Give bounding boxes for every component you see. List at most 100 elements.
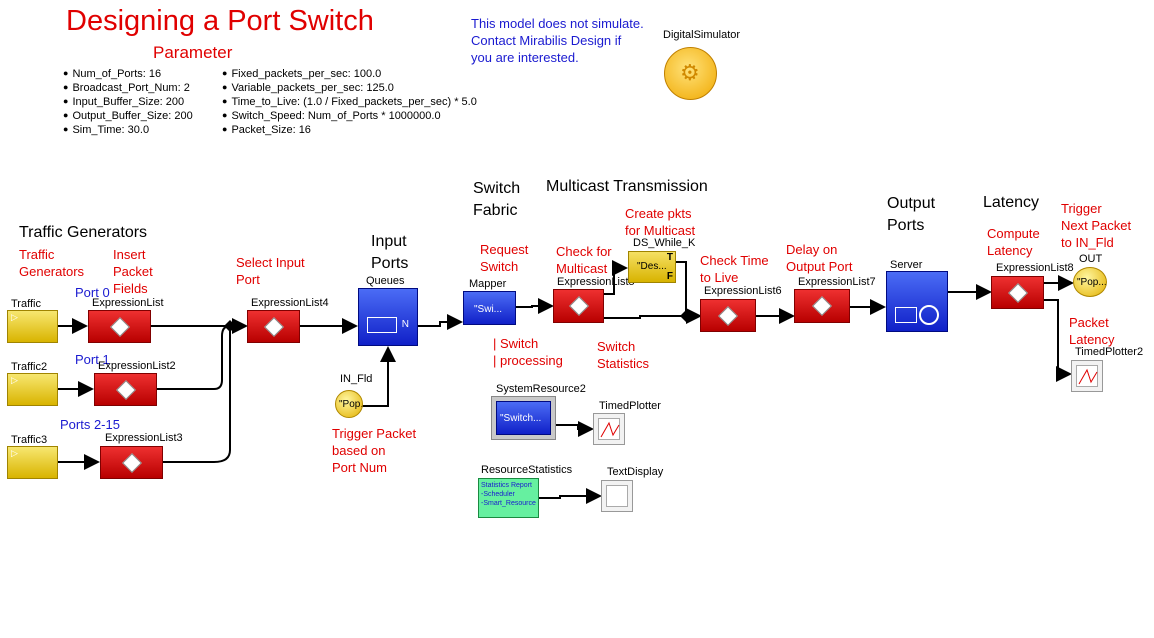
traffic2-label: Traffic2 xyxy=(11,361,48,373)
port-1-label: Port 1 xyxy=(75,352,110,367)
gears-icon[interactable]: ⚙ xyxy=(664,47,717,100)
ds-false-port: F xyxy=(666,271,673,282)
parameter-item: Time_to_Live: (1.0 / Fixed_packets_per_s… xyxy=(222,95,476,109)
note-delay-output: Delay on Output Port xyxy=(786,241,852,275)
note-line: based on xyxy=(332,443,386,458)
note-create-pkts: Create pkts for Multicast xyxy=(625,205,695,239)
mapper-label: Mapper xyxy=(469,278,507,290)
expr6-label: ExpressionList6 xyxy=(704,285,782,297)
expression-list7-block[interactable] xyxy=(794,289,850,323)
queues-n-label: N xyxy=(401,319,409,330)
expr7-label: ExpressionList7 xyxy=(798,276,876,288)
parameter-item: Switch_Speed: Num_of_Ports * 1000000.0 xyxy=(222,109,477,123)
stats-line: -Scheduler xyxy=(481,491,515,498)
note-select-input: Select Input Port xyxy=(236,254,305,288)
note-line: to IN_Fld xyxy=(1061,235,1114,250)
notice-line: Contact Mirabilis Design if xyxy=(471,33,622,48)
expr5-label: ExpressionList5 xyxy=(557,276,635,288)
notice-line: This model does not simulate. xyxy=(471,16,644,31)
queues-label: Queues xyxy=(366,275,405,287)
traffic2-block[interactable] xyxy=(7,373,58,406)
parameter-list-left: Num_of_Ports: 16 Broadcast_Port_Num: 2 I… xyxy=(63,67,193,137)
ds-while-value: "Des... xyxy=(637,261,667,272)
expression-list4-block[interactable] xyxy=(247,310,300,343)
note-line: Latency xyxy=(987,243,1033,258)
plot-icon xyxy=(1076,365,1098,387)
section-line: Switch xyxy=(473,180,521,197)
stats-line: -Smart_Resource xyxy=(481,500,536,507)
note-line: Fields xyxy=(113,281,148,296)
server-label: Server xyxy=(890,259,923,271)
out-label: OUT xyxy=(1079,253,1103,265)
expr8-label: ExpressionList8 xyxy=(996,262,1074,274)
note-line: to Live xyxy=(700,270,739,285)
note-line: Traffic xyxy=(19,247,55,262)
simulation-notice: This model does not simulate. Contact Mi… xyxy=(471,15,671,66)
note-trigger-packet: Trigger Packet based on Port Num xyxy=(332,425,416,476)
expression-list3-block[interactable] xyxy=(100,446,163,479)
section-output-ports: Output Ports xyxy=(887,193,935,237)
expression-list2-block[interactable] xyxy=(94,373,157,406)
server-icon xyxy=(919,305,939,325)
notice-line: you are interested. xyxy=(471,50,579,65)
note-line: Trigger Packet xyxy=(332,426,417,441)
note-line: Delay on xyxy=(786,242,838,257)
note-insert-fields: Insert Packet Fields xyxy=(113,246,153,297)
simulator-label: DigitalSimulator xyxy=(663,29,741,41)
parameter-item: Broadcast_Port_Num: 2 xyxy=(63,81,193,95)
section-input-ports: Input Ports xyxy=(371,231,408,275)
note-line: Multicast xyxy=(556,261,608,276)
port-0-label: Port 0 xyxy=(75,285,110,300)
note-check-multicast: Check for Multicast xyxy=(556,243,612,277)
out-node[interactable]: "Pop... xyxy=(1073,267,1107,297)
parameter-item: Input_Buffer_Size: 200 xyxy=(63,95,193,109)
timedplotter-block[interactable] xyxy=(593,413,625,445)
note-line: Switch xyxy=(597,339,636,354)
note-packet-latency: Packet Latency xyxy=(1069,314,1115,348)
parameter-heading: Parameter xyxy=(153,43,233,62)
note-line: | processing xyxy=(493,353,563,368)
expr-label: ExpressionList xyxy=(92,297,164,309)
expr3-label: ExpressionList3 xyxy=(105,432,183,444)
expression-list8-block[interactable] xyxy=(991,276,1044,309)
ds-while-block[interactable]: "Des... T F xyxy=(628,251,676,283)
parameter-list-right: Fixed_packets_per_sec: 100.0 Variable_pa… xyxy=(222,67,477,137)
parameter-item: Num_of_Ports: 16 xyxy=(63,67,193,81)
section-line: Ports xyxy=(371,255,409,272)
system-resource2-value: "Switch... xyxy=(500,413,542,424)
note-request-switch: Request Switch xyxy=(480,241,528,275)
note-compute-latency: Compute Latency xyxy=(987,225,1040,259)
ds-while-label: DS_While_K xyxy=(633,237,696,249)
display-icon xyxy=(606,485,628,507)
server-block[interactable] xyxy=(886,271,948,332)
expression-list-block[interactable] xyxy=(88,310,151,343)
note-line: Select Input xyxy=(236,255,305,270)
queues-block[interactable]: N xyxy=(358,288,418,346)
mapper-block[interactable]: "Swi... xyxy=(463,291,516,325)
server-queue-icon xyxy=(895,307,917,323)
expression-list5-block[interactable] xyxy=(553,289,604,323)
textdisplay-block[interactable] xyxy=(601,480,633,512)
resstats-label: ResourceStatistics xyxy=(481,464,573,476)
page-title: Designing a Port Switch xyxy=(66,5,374,37)
sysres2-label: SystemResource2 xyxy=(496,383,586,395)
note-trigger-next: Trigger Next Packet to IN_Fld xyxy=(1061,200,1131,251)
resource-statistics-block[interactable]: Statistics Report -Scheduler -Smart_Reso… xyxy=(478,478,539,518)
system-resource2-block[interactable]: "Switch... xyxy=(491,396,556,440)
note-line: | Switch xyxy=(493,336,539,351)
stats-line: Statistics Report xyxy=(481,482,532,489)
expression-list6-block[interactable] xyxy=(700,299,756,332)
section-latency: Latency xyxy=(983,194,1040,211)
system-resource2-inner: "Switch... xyxy=(496,401,551,435)
section-line: Fabric xyxy=(473,202,518,219)
queue-icon xyxy=(367,317,397,333)
traffic-block[interactable] xyxy=(7,310,58,343)
section-switch-fabric: Switch Fabric xyxy=(473,178,520,222)
note-line: Latency xyxy=(1069,332,1115,347)
note-line: Packet xyxy=(1069,315,1109,330)
traffic3-block[interactable] xyxy=(7,446,58,479)
in-fld-node[interactable]: "Pop... xyxy=(335,390,363,418)
note-line: Compute xyxy=(987,226,1040,241)
timedplotter2-block[interactable] xyxy=(1071,360,1103,392)
